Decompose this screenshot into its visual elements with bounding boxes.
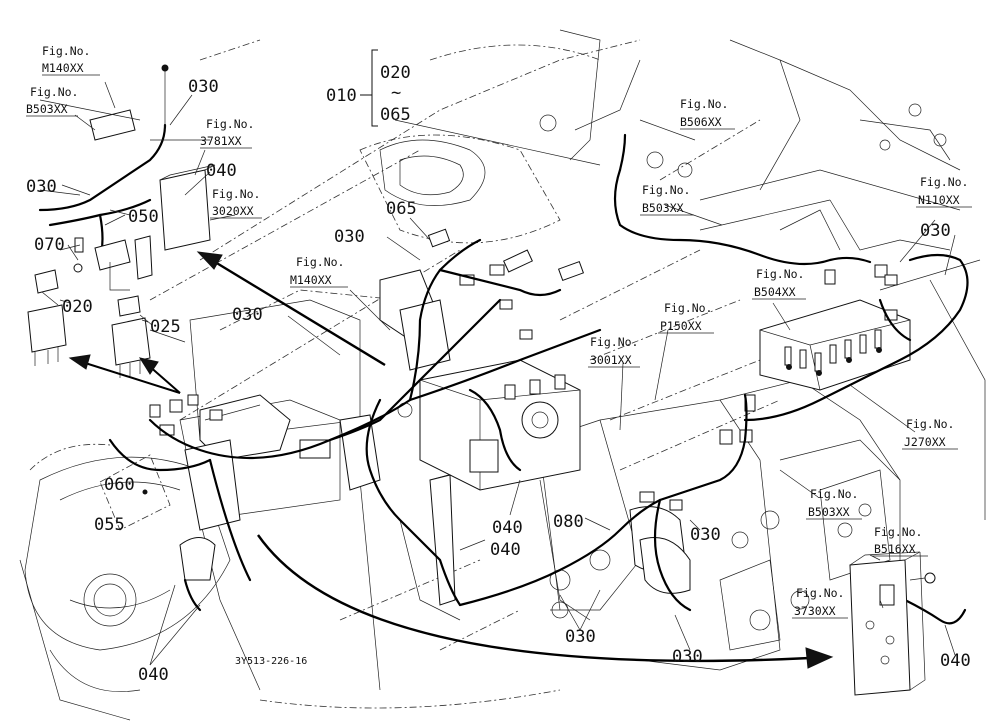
part-number: 030 [565, 627, 596, 647]
fig-ref-prefix: Fig.No. [30, 85, 78, 99]
fig-ref-code: B503XX [642, 201, 684, 215]
inset-bottom-right [849, 551, 936, 696]
arrow-head-left [68, 354, 91, 370]
part-number: 040 [492, 518, 523, 538]
fig-ref-code: 3001XX [590, 353, 632, 367]
part-number: 040 [940, 651, 971, 671]
fig-ref-prefix: Fig.No. [906, 417, 954, 431]
callout-arrows [68, 251, 834, 669]
part-number: 025 [150, 317, 181, 337]
tractor-outline [19, 29, 986, 721]
range-bracket [360, 49, 378, 127]
part-number: 055 [94, 515, 125, 535]
fig-ref-prefix: Fig.No. [680, 97, 728, 111]
part-number: 010 [326, 86, 357, 106]
group-bracket [99, 454, 171, 531]
part-number: 050 [128, 207, 159, 227]
fig-ref-code: B503XX [808, 505, 850, 519]
arrow-head-upper-left [196, 251, 223, 270]
fig-ref-prefix: Fig.No. [874, 525, 922, 539]
part-number: 040 [490, 540, 521, 560]
part-number: 065 [386, 199, 417, 219]
fig-ref-prefix: Fig.No. [920, 175, 968, 189]
fig-ref-prefix: Fig.No. [810, 487, 858, 501]
fig-ref-code: 3781XX [200, 134, 242, 148]
fig-ref-code: B503XX [26, 102, 68, 116]
arrow-head-bottom [805, 647, 834, 669]
part-number: 040 [138, 665, 169, 685]
part-number: 030 [188, 77, 219, 97]
fig-ref-code: B506XX [680, 115, 722, 129]
fig-ref-code: B516XX [874, 542, 916, 556]
fig-ref-prefix: Fig.No. [206, 117, 254, 131]
fig-ref-prefix: Fig.No. [642, 183, 690, 197]
fig-ref-code: M140XX [42, 61, 84, 75]
fig-ref-code: N110XX [918, 193, 960, 207]
fig-ref-prefix: Fig.No. [756, 267, 804, 281]
inset-top-left [27, 64, 216, 378]
harness-wires [108, 133, 969, 625]
part-number: 030 [672, 647, 703, 667]
valve-block [759, 299, 911, 391]
arrow-head-left-2 [138, 357, 159, 375]
part-number: 080 [553, 512, 584, 532]
part-number: 020 [62, 297, 93, 317]
fig-ref-code: P150XX [660, 319, 702, 333]
figure-references: Fig.No. M140XX Fig.No. B503XX Fig.No. 37… [26, 44, 972, 619]
part-number: 065 [380, 105, 411, 125]
leader-lines [41, 81, 956, 666]
part-number: 060 [104, 475, 135, 495]
part-number: 020 [380, 63, 411, 83]
fig-ref-code: 3730XX [794, 604, 836, 618]
fig-ref-prefix: Fig.No. [212, 187, 260, 201]
part-number: ~ [391, 83, 401, 103]
part-number: 030 [26, 177, 57, 197]
group-dot [142, 489, 148, 495]
part-number: 070 [34, 235, 65, 255]
drawing-code: 3Y513-226-16 [235, 656, 307, 667]
fig-ref-code: B504XX [754, 285, 796, 299]
fig-ref-code: M140XX [290, 273, 332, 287]
fig-ref-code: 3020XX [212, 204, 254, 218]
part-number: 030 [334, 227, 365, 247]
fig-ref-prefix: Fig.No. [796, 586, 844, 600]
part-number: 030 [232, 305, 263, 325]
part-number: 040 [206, 161, 237, 181]
fig-ref-prefix: Fig.No. [296, 255, 344, 269]
fig-ref-prefix: Fig.No. [42, 44, 90, 58]
part-number: 030 [690, 525, 721, 545]
part-numbers: 030 030 040 050 070 020 025 030 030 065 … [26, 63, 971, 685]
fig-ref-prefix: Fig.No. [664, 301, 712, 315]
fig-ref-prefix: Fig.No. [590, 335, 638, 349]
fig-ref-code: J270XX [904, 435, 946, 449]
engine-components [149, 228, 898, 606]
part-number: 030 [920, 221, 951, 241]
